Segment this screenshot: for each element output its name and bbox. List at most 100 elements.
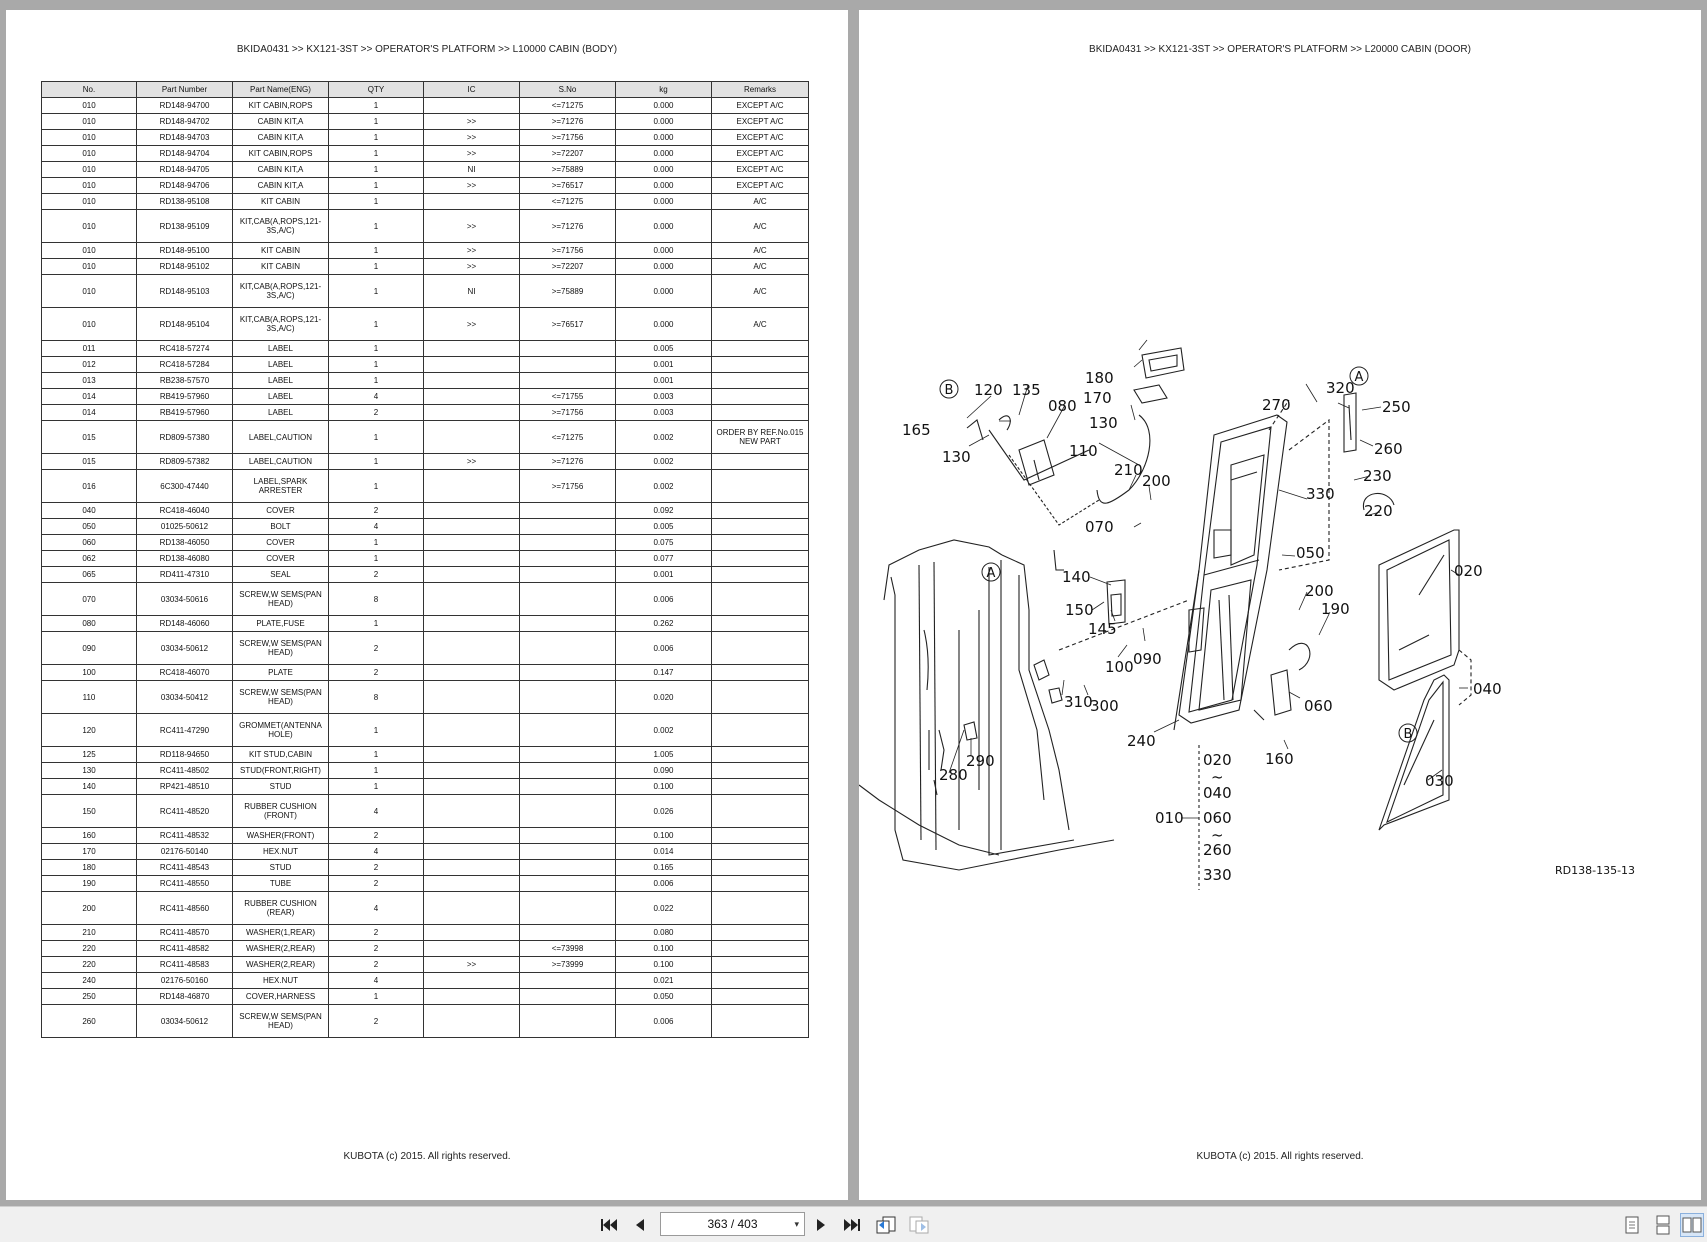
two-page-view-icon[interactable]: [1680, 1213, 1704, 1237]
table-cell: 010: [41, 242, 137, 259]
last-page-icon[interactable]: [840, 1213, 864, 1237]
table-cell: >=73999: [519, 956, 616, 973]
table-cell: >=71756: [519, 242, 616, 259]
table-cell: >>: [423, 209, 520, 243]
table-cell: 0.001: [615, 356, 712, 373]
callout: 140: [1062, 568, 1091, 586]
next-page-icon[interactable]: [809, 1213, 833, 1237]
table-cell: RUBBER CUSHION (FRONT): [232, 794, 329, 828]
table-cell: 080: [41, 615, 137, 632]
table-cell: [519, 680, 616, 714]
table-cell: 260: [41, 1004, 137, 1038]
table-cell: [519, 1004, 616, 1038]
table-cell: [423, 566, 520, 583]
table-cell: RD148-46870: [136, 988, 233, 1005]
table-cell: 1: [328, 778, 424, 795]
table-cell: 200: [41, 891, 137, 925]
table-cell: 1: [328, 746, 424, 763]
previous-page-icon[interactable]: [628, 1213, 652, 1237]
callout: 220: [1364, 502, 1393, 520]
table-cell: KIT STUD,CABIN: [232, 746, 329, 763]
table-cell: EXCEPT A/C: [711, 145, 809, 162]
table-cell: [711, 680, 809, 714]
table-cell: 0.000: [615, 193, 712, 210]
table-cell: [711, 956, 809, 973]
table-cell: <=71275: [519, 97, 616, 114]
callout: 145: [1088, 620, 1117, 638]
table-cell: 1: [328, 988, 424, 1005]
table-cell: [423, 827, 520, 844]
table-cell: [423, 372, 520, 389]
table-cell: >=71756: [519, 129, 616, 146]
table-cell: 0.026: [615, 794, 712, 828]
callout: 060: [1203, 809, 1232, 827]
table-cell: 03034-50412: [136, 680, 233, 714]
left-document-page: BKIDA0431 >> KX121-3ST >> OPERATOR'S PLA…: [6, 10, 848, 1200]
table-cell: 010: [41, 307, 137, 341]
table-cell: RB419-57960: [136, 404, 233, 421]
callout: 160: [1265, 750, 1294, 768]
table-cell: 110: [41, 680, 137, 714]
table-cell: LABEL: [232, 404, 329, 421]
table-cell: 010: [41, 161, 137, 178]
callout: 260: [1203, 841, 1232, 859]
go-forward-icon[interactable]: [907, 1213, 931, 1237]
table-cell: A/C: [711, 274, 809, 308]
table-cell: [423, 924, 520, 941]
side-glass-020: [1378, 529, 1460, 691]
callout: 180: [1085, 369, 1114, 387]
table-cell: <=71755: [519, 388, 616, 405]
table-cell: [519, 859, 616, 876]
table-cell: LABEL: [232, 356, 329, 373]
table-cell: 140: [41, 778, 137, 795]
column-header: IC: [423, 81, 520, 98]
table-cell: [519, 502, 616, 519]
table-cell: [711, 843, 809, 860]
table-cell: [711, 469, 809, 503]
table-cell: [519, 615, 616, 632]
table-cell: [711, 502, 809, 519]
column-header: Remarks: [711, 81, 809, 98]
table-cell: RC411-48532: [136, 827, 233, 844]
go-back-icon[interactable]: [874, 1213, 898, 1237]
table-cell: [423, 534, 520, 551]
table-cell: 2: [328, 827, 424, 844]
table-cell: 0.000: [615, 129, 712, 146]
table-cell: [711, 534, 809, 551]
table-cell: 010: [41, 129, 137, 146]
table-cell: KIT CABIN: [232, 193, 329, 210]
table-cell: [519, 778, 616, 795]
table-cell: 010: [41, 113, 137, 130]
page-number-field[interactable]: 363 / 403 ▾: [660, 1212, 805, 1236]
table-cell: EXCEPT A/C: [711, 177, 809, 194]
continuous-view-icon[interactable]: [1651, 1213, 1675, 1237]
table-cell: HEX.NUT: [232, 972, 329, 989]
single-page-view-icon[interactable]: [1620, 1213, 1644, 1237]
table-cell: [711, 356, 809, 373]
table-cell: GROMMET(ANTENNA HOLE): [232, 713, 329, 747]
table-cell: CABIN KIT,A: [232, 177, 329, 194]
callout: 290: [966, 752, 995, 770]
table-cell: 2: [328, 1004, 424, 1038]
marker-B: B: [945, 383, 954, 398]
table-cell: 0.005: [615, 340, 712, 357]
column-header: Part Number: [136, 81, 233, 98]
chevron-down-icon[interactable]: ▾: [794, 1219, 799, 1229]
table-cell: [423, 794, 520, 828]
table-cell: [711, 972, 809, 989]
first-page-icon[interactable]: [597, 1213, 621, 1237]
table-cell: [711, 746, 809, 763]
table-cell: 0.003: [615, 388, 712, 405]
table-cell: >>: [423, 242, 520, 259]
table-cell: >=76517: [519, 177, 616, 194]
table-cell: 0.000: [615, 274, 712, 308]
table-cell: [519, 875, 616, 892]
table-cell: 240: [41, 972, 137, 989]
